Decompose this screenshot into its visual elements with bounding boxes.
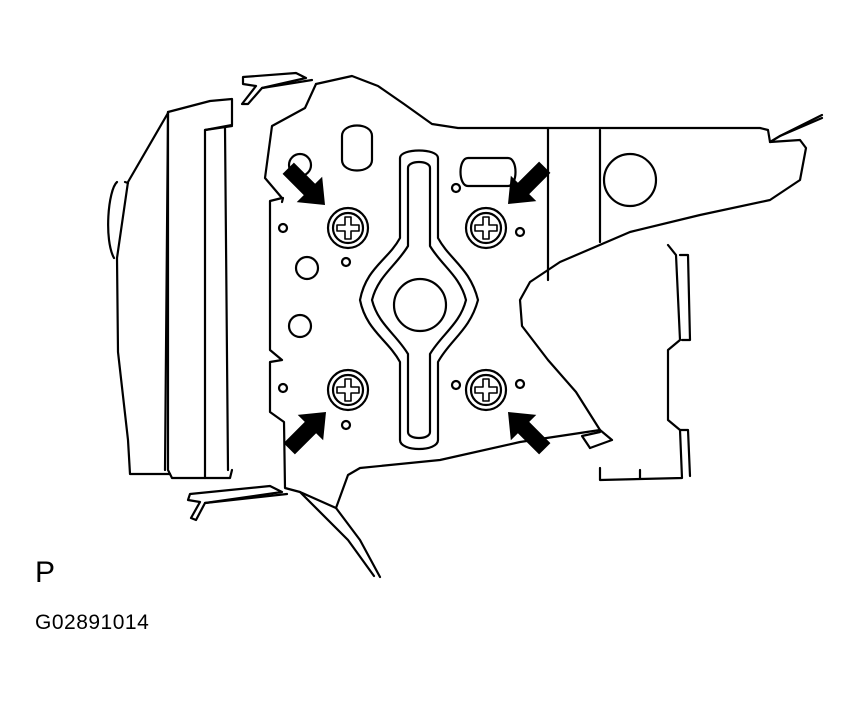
screw-icon [326,368,370,412]
figure-code: G02891014 [35,611,150,634]
bottom-clip [186,484,289,522]
arrow-icon [508,161,551,204]
screw-icon [326,206,370,250]
bracket-plate [263,74,824,579]
housing-body [107,97,234,480]
arrow-icon [283,412,326,455]
arrow-icon [282,162,325,205]
screw-icon [464,368,508,412]
center-boss [358,149,480,451]
top-clip [240,71,314,106]
view-letter: P [35,556,56,589]
screw-icon [464,206,508,250]
plate-holes [277,124,658,431]
arrow-icon [508,412,551,455]
